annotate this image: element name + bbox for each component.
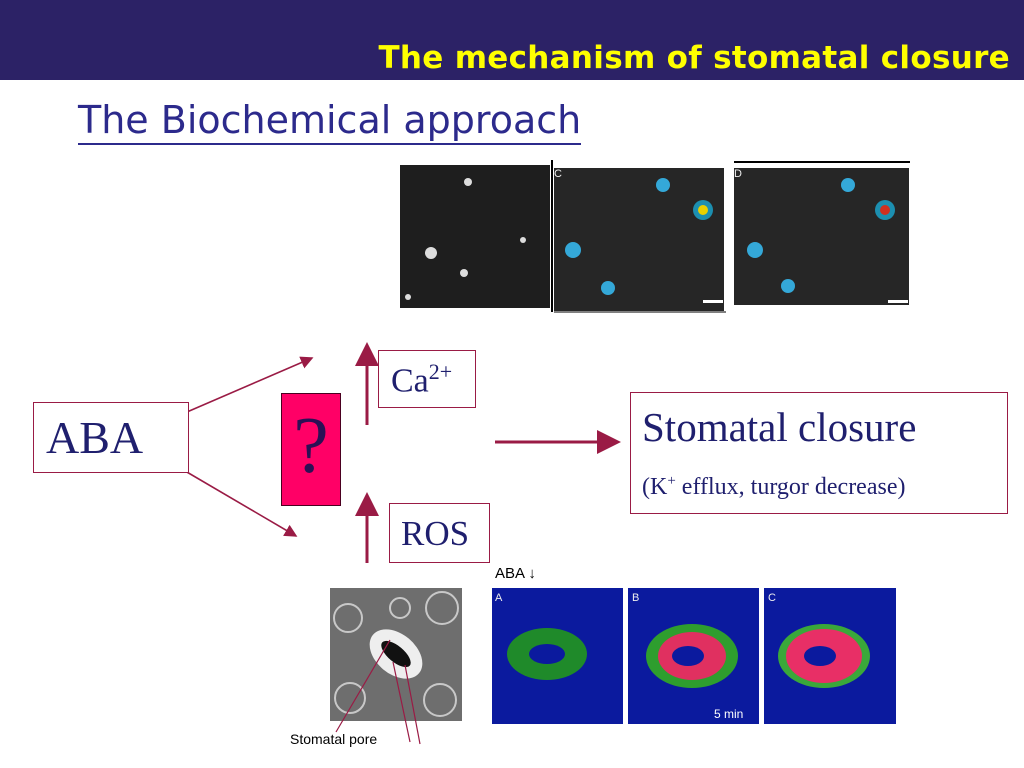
fluor-panel-b-label: B <box>632 592 640 604</box>
top-panel-d-label: D <box>734 168 742 180</box>
calcium-superscript: 2+ <box>428 359 453 384</box>
closure-detail-rest: efflux, turgor decrease) <box>675 474 906 500</box>
top-panel-c-label: C <box>554 168 562 180</box>
aba-box: ABA <box>33 402 189 473</box>
closure-box: Stomatal closure (K+ efflux, turgor decr… <box>630 392 1008 514</box>
question-box: ? <box>281 393 341 506</box>
calcium-base: Ca <box>391 362 429 400</box>
arrow-aba-up <box>179 356 314 416</box>
slide-title: The mechanism of stomatal closure <box>378 40 1010 76</box>
fluor-panel-a-label: A <box>495 592 503 604</box>
calcium-box: Ca2+ <box>378 350 476 408</box>
aba-time-label: ABA ↓ <box>495 565 536 582</box>
closure-detail-sup: + <box>667 473 676 489</box>
header-bar: The mechanism of stomatal closure <box>0 0 1024 80</box>
aba-label: ABA <box>46 412 144 463</box>
closure-detail-k: (K <box>642 474 668 500</box>
closure-title: Stomatal closure <box>642 404 917 450</box>
time-label: 5 min <box>714 707 744 721</box>
stomata-micrograph <box>330 588 462 721</box>
ros-label: ROS <box>401 514 470 553</box>
fluor-panel-c-label: C <box>768 592 776 604</box>
ros-box: ROS <box>389 503 490 563</box>
calcium-label: Ca2+ <box>391 359 452 400</box>
arrow-aba-down <box>179 467 298 537</box>
fluorescence-panels <box>492 588 896 724</box>
top-micrograph-group: C D <box>398 160 913 315</box>
top-micrographs <box>400 160 910 313</box>
stomatal-pore-label: Stomatal pore <box>290 731 378 747</box>
slide-subtitle: The Biochemical approach <box>78 98 582 145</box>
closure-detail: (K+ efflux, turgor decrease) <box>642 473 905 501</box>
question-mark: ? <box>293 402 329 490</box>
